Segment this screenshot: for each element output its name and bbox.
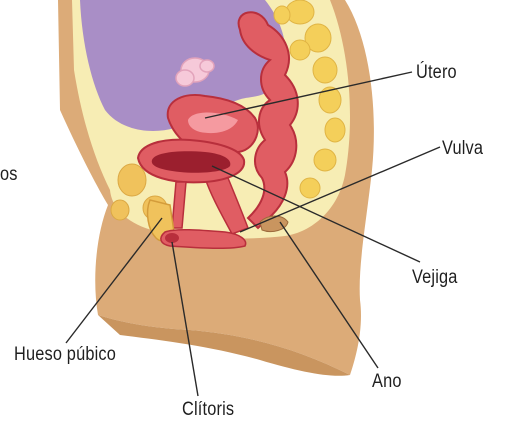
label-ano: Ano [372, 372, 402, 391]
label-vulva: Vulva [442, 139, 483, 158]
label-hueso-pubico: Hueso púbico [14, 345, 116, 364]
label-cut-fragment: os [0, 165, 18, 184]
label-clitoris: Clítoris [182, 400, 234, 419]
label-vejiga: Vejiga [412, 268, 458, 287]
clitoris [165, 233, 179, 243]
label-utero: Útero [416, 63, 457, 82]
